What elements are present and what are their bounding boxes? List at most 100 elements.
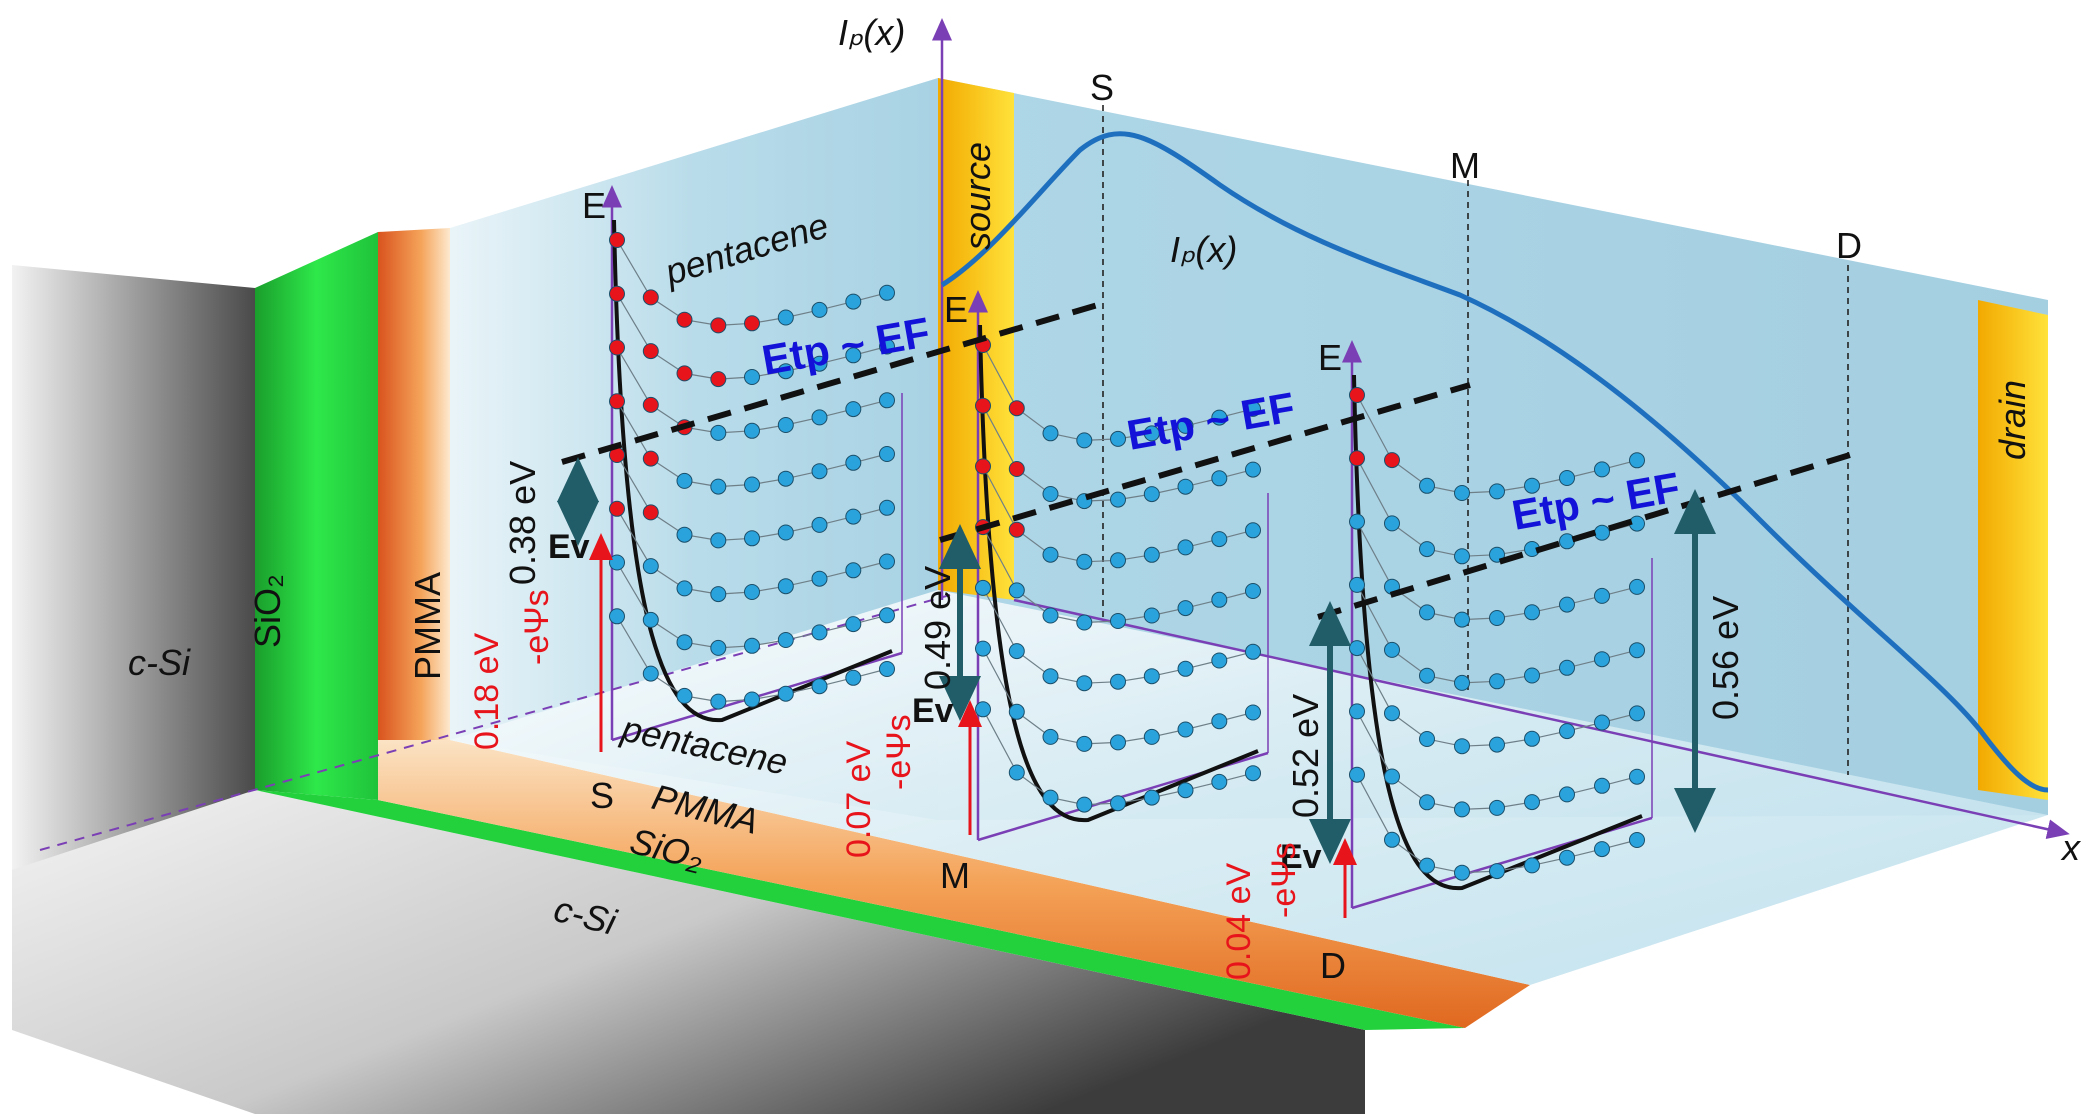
empty-trap-dot — [1110, 613, 1126, 629]
empty-trap-dot — [1008, 764, 1025, 781]
pmma-wall-label: PMMA — [407, 572, 448, 680]
current-curve — [940, 131, 2049, 793]
sio2-wall-label: SiO₂ — [247, 574, 288, 648]
drain-label: drain — [1992, 380, 2033, 460]
potential-label-d: -eΨs — [1265, 842, 1303, 918]
empty-trap-dot — [1143, 546, 1160, 563]
empty-trap-dot — [1042, 607, 1059, 624]
empty-trap-dot — [1559, 596, 1575, 613]
valence-edge-s — [612, 219, 893, 723]
empty-trap-dot — [1524, 667, 1540, 684]
empty-trap-dot — [879, 338, 895, 355]
valence-edge-d — [1352, 374, 1643, 891]
x-axis-label: x — [2060, 827, 2082, 868]
empty-trap-dot — [676, 687, 693, 704]
empty-trap-dot — [1454, 864, 1470, 881]
empty-trap-dot — [1489, 610, 1505, 626]
empty-trap-dot — [811, 678, 828, 695]
empty-trap-dot — [811, 301, 828, 318]
point-s-top: S — [1090, 67, 1114, 108]
empty-trap-dot — [1454, 738, 1470, 755]
empty-trap-dot — [1489, 673, 1505, 690]
empty-trap-dot — [1076, 796, 1093, 813]
empty-trap-dot — [1559, 723, 1575, 740]
empty-trap-dot — [1008, 703, 1025, 720]
empty-trap-dot — [710, 424, 727, 441]
empty-trap-dot — [1594, 587, 1610, 604]
empty-trap-dot — [1042, 486, 1059, 502]
empty-trap-dot — [1211, 713, 1228, 730]
empty-trap-dot — [1489, 799, 1505, 816]
empty-trap-dot — [1177, 721, 1194, 738]
empty-trap-dot — [642, 558, 659, 575]
empty-trap-dot — [1110, 795, 1126, 812]
empty-trap-dot — [811, 463, 828, 480]
empty-trap-dot — [710, 586, 727, 603]
x-axis-back-dashed — [39, 594, 951, 851]
empty-trap-dot — [744, 584, 760, 600]
point-m-floor: M — [940, 855, 970, 896]
empty-trap-dot — [1110, 430, 1126, 447]
drain-electrode — [1978, 300, 2048, 800]
empty-trap-dot — [1629, 642, 1645, 659]
point-m-top: M — [1450, 145, 1480, 186]
empty-trap-dot — [1524, 730, 1540, 747]
empty-trap-dot — [1076, 675, 1093, 692]
empty-trap-dot — [1076, 432, 1093, 449]
empty-trap-dot — [1454, 485, 1470, 501]
empty-trap-dot — [1629, 452, 1645, 469]
empty-trap-dot — [710, 478, 727, 495]
empty-trap-dot — [777, 363, 794, 380]
empty-trap-dot — [845, 508, 862, 525]
empty-trap-dot — [1419, 477, 1435, 494]
point-s-floor: S — [590, 775, 614, 816]
ev-label-s: Ev — [548, 528, 590, 566]
filled-trap-dot — [609, 339, 625, 356]
empty-trap-dot — [975, 579, 991, 596]
empty-trap-dot — [777, 685, 794, 702]
empty-trap-dot — [1042, 668, 1059, 685]
empty-trap-dot — [777, 309, 794, 326]
empty-trap-dot — [1110, 673, 1126, 690]
empty-trap-dot — [1349, 640, 1365, 657]
empty-trap-dot — [1559, 659, 1575, 676]
empty-trap-dot — [845, 562, 862, 579]
empty-trap-dot — [1419, 857, 1435, 874]
empty-trap-dot — [1143, 668, 1160, 685]
filled-trap-dot — [676, 311, 693, 328]
filled-trap-dot — [609, 232, 625, 248]
empty-trap-dot — [1384, 705, 1400, 722]
empty-trap-dot — [1008, 582, 1025, 599]
empty-trap-dot — [1489, 483, 1505, 500]
empty-trap-dot — [1042, 425, 1059, 442]
empty-trap-dot — [1559, 470, 1575, 486]
empty-trap-dot — [1384, 641, 1400, 658]
empty-trap-dot — [1454, 801, 1470, 818]
empty-trap-dot — [1143, 789, 1160, 806]
filled-trap-dot — [1008, 400, 1025, 417]
csi-wall-label: c-Si — [128, 642, 191, 683]
empty-trap-dot — [710, 532, 727, 549]
empty-trap-dot — [975, 640, 991, 657]
potential-value-s: 0.18 eV — [468, 632, 506, 750]
filled-trap-dot — [642, 343, 659, 360]
empty-trap-dot — [1629, 832, 1645, 848]
empty-trap-dot — [1349, 766, 1365, 783]
empty-trap-dot — [676, 634, 693, 651]
current-axis-label: Iₚ(x) — [838, 12, 905, 53]
empty-trap-dot — [1110, 491, 1126, 508]
gap-label-m: 0.49 eV — [917, 566, 958, 690]
empty-trap-dot — [710, 693, 727, 710]
empty-trap-dot — [1524, 477, 1540, 494]
valence-edge-m — [978, 324, 1259, 823]
empty-trap-dot — [1245, 643, 1261, 660]
empty-trap-dot — [879, 499, 895, 516]
empty-trap-dot — [1245, 400, 1261, 417]
empty-trap-dot — [1454, 611, 1470, 628]
empty-trap-dot — [676, 472, 693, 489]
empty-trap-dot — [1177, 660, 1194, 677]
filled-trap-dot — [676, 365, 693, 382]
empty-trap-dot — [1419, 731, 1435, 747]
empty-trap-dot — [1594, 461, 1610, 478]
empty-trap-dot — [1419, 667, 1435, 684]
